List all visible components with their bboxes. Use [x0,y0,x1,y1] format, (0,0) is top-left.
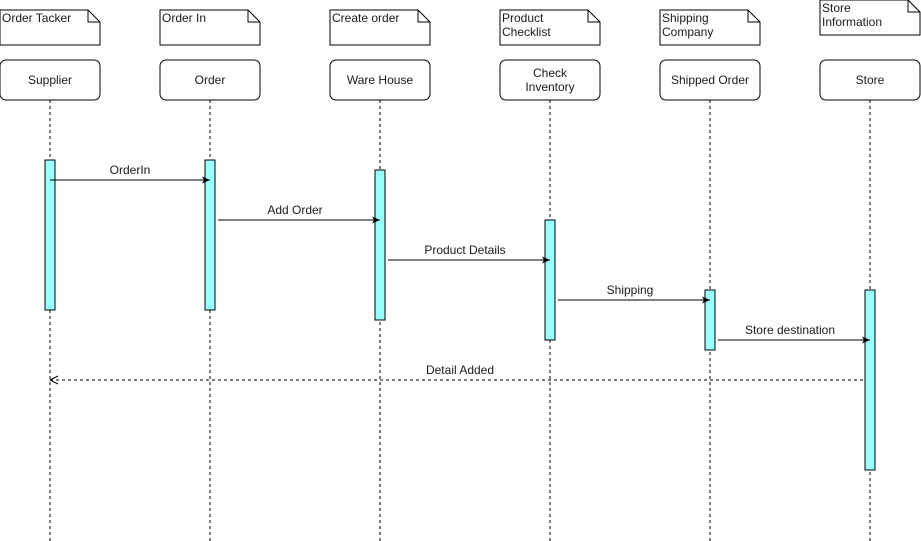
message-add-order: Add Order [218,203,380,224]
participant-label: Store [856,73,885,87]
activation-bar-supplier [44,159,56,311]
message-label: Product Details [424,243,505,257]
message-label: OrderIn [110,163,151,177]
participant-ware-house[interactable]: Ware House [329,59,431,101]
participant-box [819,59,921,101]
note-order: Order In [159,9,261,46]
lifelines [49,100,871,541]
message-product-details: Product Details [388,243,550,264]
message-label: Store destination [745,323,835,337]
message-store-destination: Store destination [718,323,870,344]
participant-label: Supplier [28,73,72,87]
note-shape [0,9,101,46]
note-fold [417,10,430,23]
message-label: Shipping [607,283,654,297]
note-shape [659,9,761,46]
activation-bar-store [864,289,876,471]
participant-supplier[interactable]: Supplier [0,59,101,101]
note-shape [159,9,261,46]
note-shape [499,9,601,46]
message-detail-added: Detail Added [50,363,865,380]
participant-label: Ware House [347,73,414,87]
participant-store[interactable]: Store [819,59,921,101]
note-ware-house: Create order [329,9,431,46]
message-label: Add Order [267,203,322,217]
participant-order[interactable]: Order [159,59,261,101]
note-fold [747,10,760,23]
activation-bar-shipped-order [704,289,716,351]
participant-box [329,59,431,101]
participant-box [499,59,601,101]
participant-label: Shipped Order [671,73,749,87]
note-supplier: Order Tacker [0,9,101,46]
note-fold [907,0,920,13]
participant-box [159,59,261,101]
participant-label: Order [195,73,226,87]
participant-shipped-order[interactable]: Shipped Order [659,59,761,101]
message-orderin: OrderIn [50,163,210,184]
message-shipping: Shipping [558,283,710,304]
note-label: Order In [162,11,206,25]
note-shape [329,9,431,46]
note-label: Order Tacker [2,11,71,25]
activation-bar-ware-house [374,169,386,321]
note-label: Create order [332,11,399,25]
participant-box [659,59,761,101]
note-shape [819,0,921,36]
note-fold [247,10,260,23]
activation-bar-order [204,159,216,311]
participant-box [0,59,101,101]
message-label: Detail Added [426,363,494,377]
note-fold [87,10,100,23]
activation-bar-check-inventory [544,219,556,341]
activation-bars [44,159,876,471]
note-fold [587,10,600,23]
